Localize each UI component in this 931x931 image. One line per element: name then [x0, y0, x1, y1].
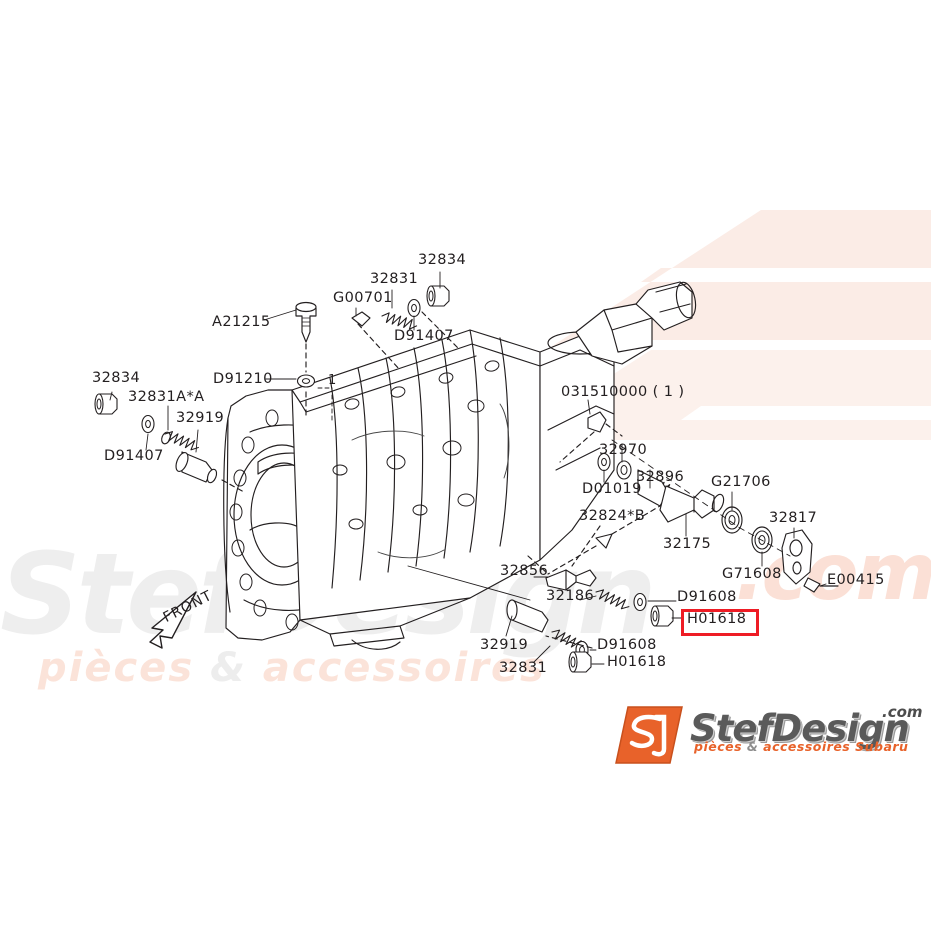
callout-32824B: 32824*B: [579, 508, 646, 524]
callout-E00415: E00415: [827, 572, 885, 588]
callout-G21706: G21706: [711, 474, 771, 490]
callout-H01618-lower: H01618: [607, 654, 667, 670]
callout-G71608: G71608: [722, 566, 782, 582]
callout-H01618-highlighted: H01618: [687, 611, 747, 627]
callout-index-1: 1: [328, 373, 337, 388]
callout-32919-left: 32919: [176, 410, 225, 426]
callout-D91210: D91210: [213, 371, 273, 387]
callout-D91608-upper: D91608: [677, 589, 737, 605]
callout-A21215: A21215: [212, 314, 271, 330]
callout-32970: 32970: [599, 442, 648, 458]
callout-32896: 32896: [636, 469, 685, 485]
logo-tagline: pièces & accessoires Subaru: [694, 739, 909, 754]
callout-32175: 32175: [663, 536, 712, 552]
callout-32834-top: 32834: [418, 252, 467, 268]
callout-32919-lower: 32919: [480, 637, 529, 653]
callout-G00701: G00701: [333, 290, 393, 306]
callout-32186: 32186: [546, 588, 595, 604]
highlight-box-H01618: [681, 609, 759, 636]
callout-D01019: D01019: [582, 481, 642, 497]
callout-D91407-left: D91407: [104, 448, 164, 464]
logo-tagline-ampersand: &: [746, 739, 759, 754]
logo-tld: .com: [882, 703, 923, 721]
sd-monogram-icon: [615, 706, 683, 764]
callout-32856: 32856: [500, 563, 549, 579]
callout-D91407-top: D91407: [394, 328, 454, 344]
stefdesign-logo[interactable]: StefDesign .com pièces & accessoires Sub…: [614, 703, 926, 765]
callout-32834-left: 32834: [92, 370, 141, 386]
callout-D91608-lower: D91608: [597, 637, 657, 653]
callout-32831-top: 32831: [370, 271, 419, 287]
callout-32831A: 32831A*A: [128, 389, 205, 405]
logo-wordmark: StefDesign: [690, 707, 910, 750]
callout-031510000: 031510000 ( 1 ): [561, 384, 685, 400]
callout-32831-lower: 32831: [499, 660, 548, 676]
callout-32817: 32817: [769, 510, 818, 526]
